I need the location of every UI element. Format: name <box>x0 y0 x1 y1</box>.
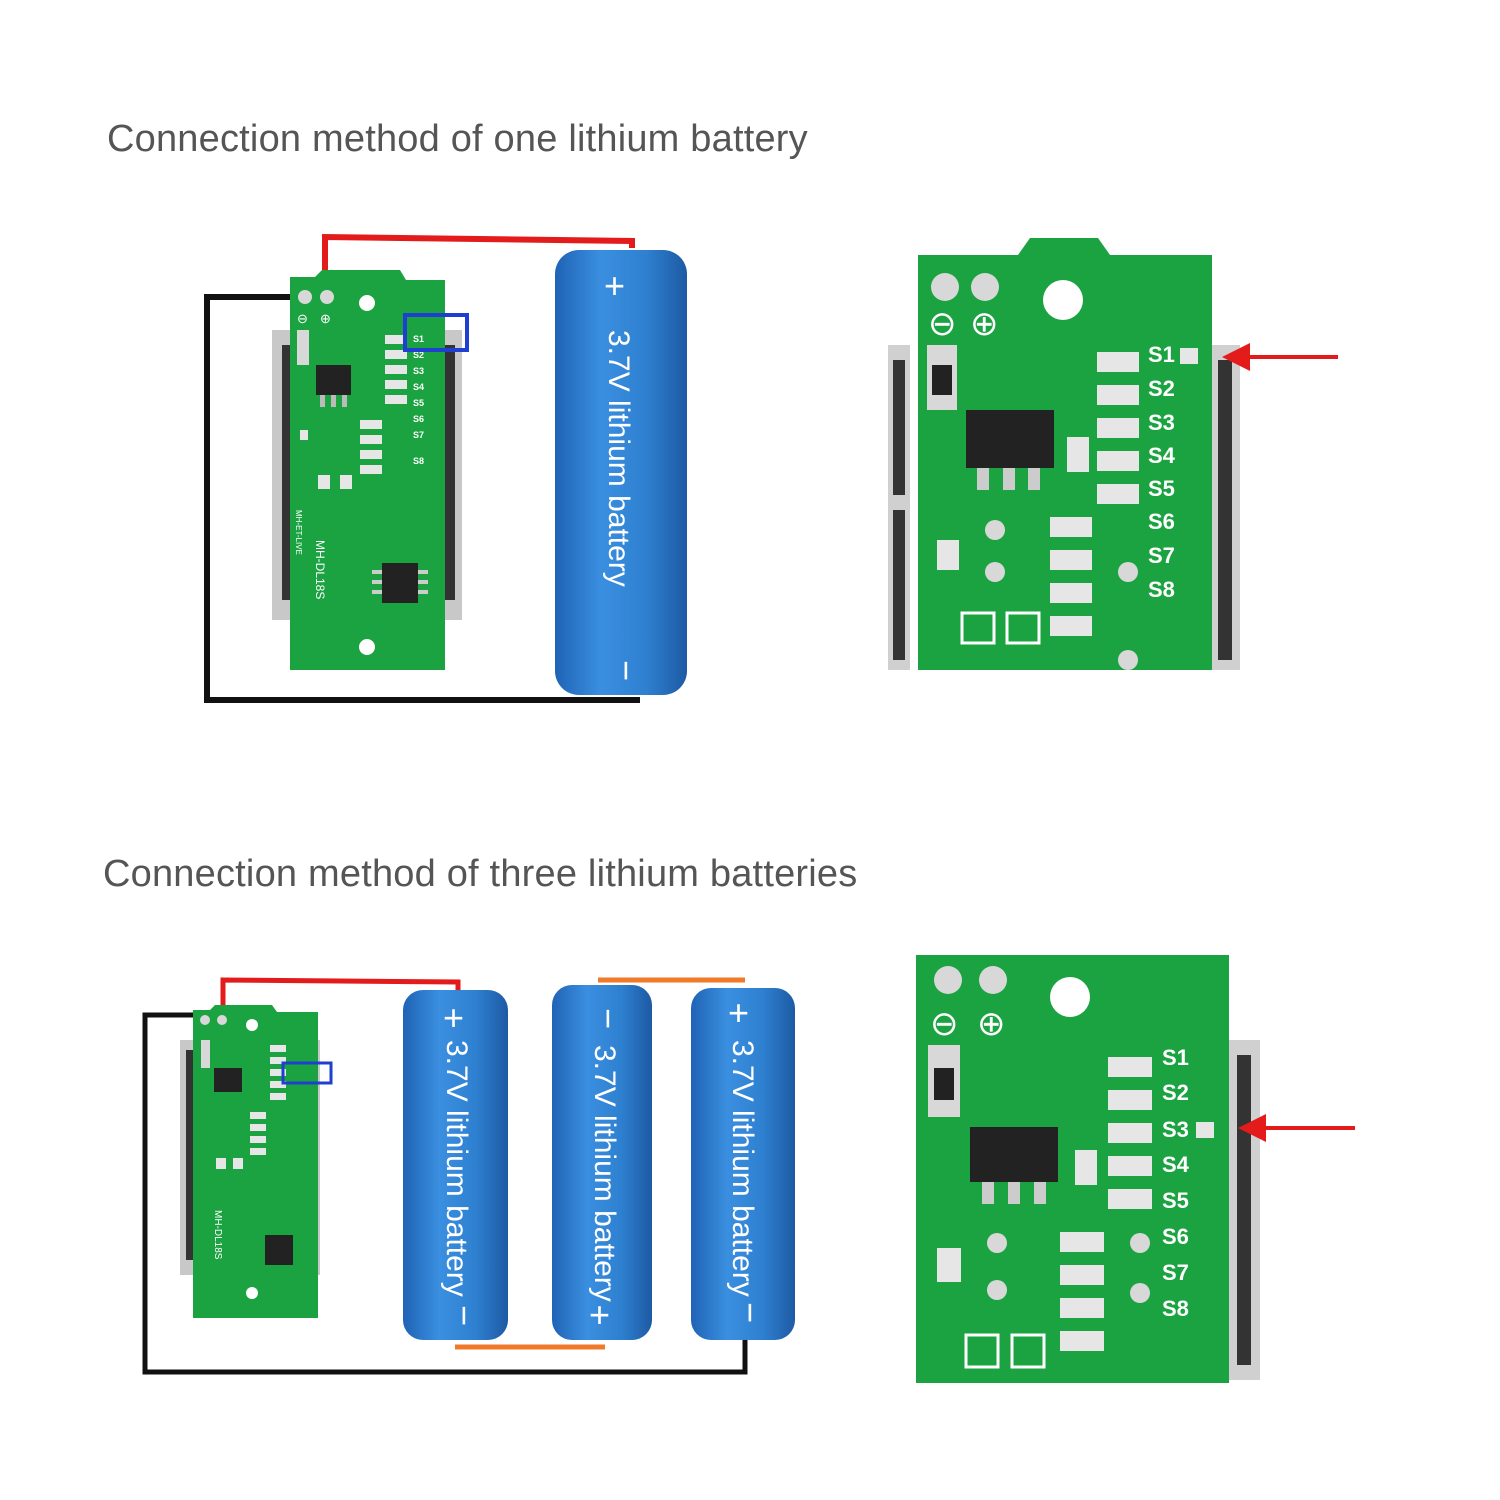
s1-highlight-box <box>403 313 469 352</box>
battery-minus: − <box>730 1302 771 1323</box>
svg-text:S7: S7 <box>1162 1260 1189 1285</box>
battery-plus: + <box>443 997 464 1038</box>
mounting-hole <box>246 1287 258 1299</box>
svg-text:S8: S8 <box>1148 577 1175 602</box>
svg-text:S5: S5 <box>1148 476 1175 501</box>
svg-text:S7: S7 <box>1148 543 1175 568</box>
pos-symbol: ⊕ <box>320 311 331 326</box>
three-battery-diagram: MH-DL18S + 3.7V lithium battery − − 3.7V… <box>142 977 795 1375</box>
s3-highlight-box <box>281 1061 333 1085</box>
svg-text:S3: S3 <box>413 366 424 376</box>
pos-symbol: ⊕ <box>977 1005 1006 1043</box>
mounting-hole <box>1043 280 1083 320</box>
svg-text:S1: S1 <box>1162 1045 1189 1070</box>
mounting-hole <box>246 1019 258 1031</box>
pcb-board-small: MH-DL18S <box>193 1005 333 1318</box>
red-arrow-s3 <box>1238 1114 1355 1142</box>
one-battery-diagram: ⊖ ⊕ S1 S2 <box>204 233 687 703</box>
svg-text:S2: S2 <box>1148 376 1175 401</box>
pad-labels-small: S1 S2 S3 S4 S5 S6 S7 S8 <box>413 334 424 466</box>
svg-text:S4: S4 <box>1162 1152 1190 1177</box>
svg-text:S6: S6 <box>1162 1224 1189 1249</box>
negative-wire <box>204 294 640 703</box>
svg-text:S2: S2 <box>413 350 424 360</box>
mounting-hole <box>1050 977 1090 1017</box>
chip <box>265 1235 293 1265</box>
battery-minus: − <box>444 1305 485 1326</box>
battery-label: 3.7V lithium battery <box>440 1040 473 1297</box>
battery-minus: − <box>606 660 647 681</box>
battery-2: − 3.7V lithium battery + <box>552 985 652 1340</box>
mounting-hole <box>359 639 375 655</box>
svg-text:S1: S1 <box>1148 342 1175 367</box>
svg-text:S5: S5 <box>1162 1188 1189 1213</box>
resistor-array <box>300 335 407 489</box>
svg-text:S8: S8 <box>413 456 424 466</box>
heading-one-battery: Connection method of one lithium battery <box>107 118 808 160</box>
svg-text:S3: S3 <box>1162 1117 1189 1142</box>
svg-text:S5: S5 <box>413 398 424 408</box>
battery-plus: + <box>604 265 625 306</box>
battery-label: 3.7V lithium battery <box>588 1045 621 1302</box>
detail-board-s1: ⊖ ⊕ S1 S2 S3 S4 <box>888 238 1338 670</box>
battery-plus: + <box>589 1294 610 1335</box>
battery-label: 3.7V lithium battery <box>726 1040 759 1297</box>
battery-single: + 3.7V lithium battery − <box>555 250 687 695</box>
svg-text:S2: S2 <box>1162 1080 1189 1105</box>
resistor-array <box>937 1057 1152 1351</box>
battery-minus: − <box>588 1008 629 1029</box>
svg-text:S1: S1 <box>413 334 424 344</box>
svg-text:S3: S3 <box>1148 410 1175 435</box>
resistor-array <box>937 352 1139 636</box>
neg-symbol: ⊖ <box>297 311 308 326</box>
svg-text:S6: S6 <box>1148 509 1175 534</box>
detail-board-s3: ⊖ ⊕ S1 S2 S3 S4 <box>916 955 1355 1383</box>
neg-symbol: ⊖ <box>928 305 957 343</box>
battery-plus: + <box>728 992 749 1033</box>
svg-text:S4: S4 <box>413 382 424 392</box>
board-code-label: MH-ET-LIVE <box>294 510 303 555</box>
heading-three-batteries: Connection method of three lithium batte… <box>103 853 858 895</box>
svg-text:S8: S8 <box>1162 1296 1189 1321</box>
red-arrow-s1 <box>1222 343 1338 371</box>
pad-labels-detail-2: S1 S2 S3 S4 S5 S6 S7 S8 <box>1162 1045 1214 1321</box>
board-model-label: MH-DL18S <box>212 1210 223 1260</box>
mounting-hole <box>359 295 375 311</box>
board-model-label: MH-DL18S <box>313 540 327 599</box>
battery-1: + 3.7V lithium battery − <box>403 990 508 1340</box>
pad-labels-detail-1: S1 S2 S3 S4 S5 S6 S7 S8 <box>1148 342 1198 602</box>
pos-symbol: ⊕ <box>970 305 999 343</box>
positive-wire <box>322 233 635 297</box>
svg-text:S4: S4 <box>1148 443 1176 468</box>
neg-symbol: ⊖ <box>930 1005 959 1043</box>
svg-text:S7: S7 <box>413 430 424 440</box>
negative-wire <box>142 1012 748 1375</box>
chip <box>382 563 418 603</box>
battery-label: 3.7V lithium battery <box>602 330 635 587</box>
pcb-board-small: ⊖ ⊕ S1 S2 <box>290 270 469 670</box>
positive-wire <box>220 977 461 1015</box>
svg-text:S6: S6 <box>413 414 424 424</box>
battery-3: + 3.7V lithium battery − <box>691 988 795 1340</box>
